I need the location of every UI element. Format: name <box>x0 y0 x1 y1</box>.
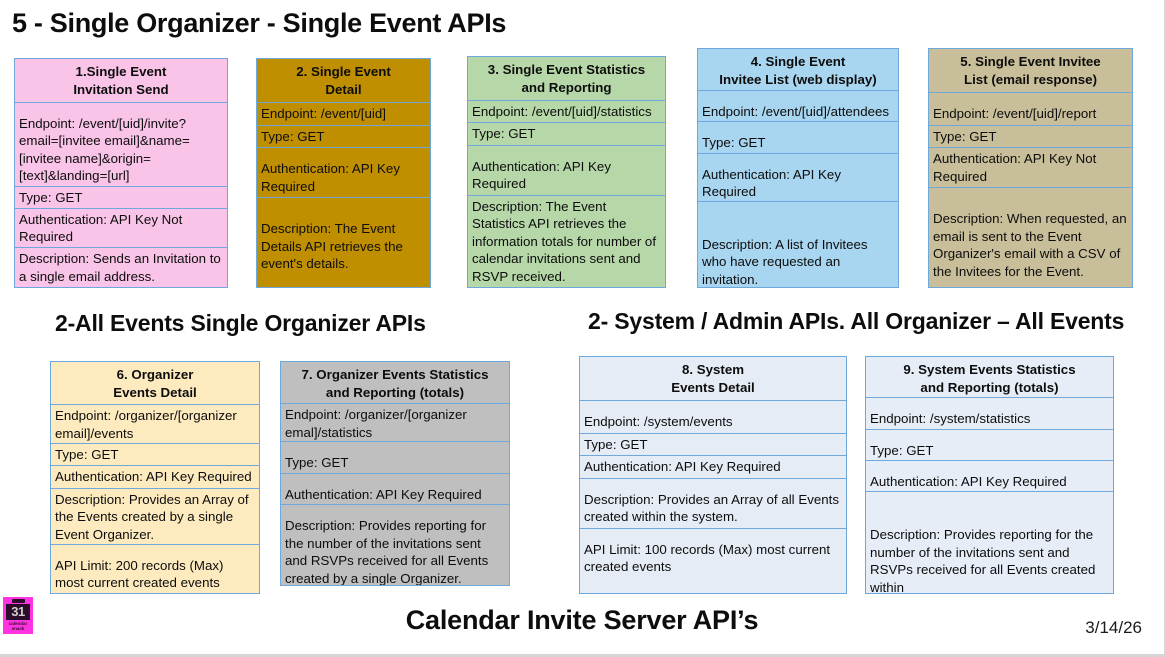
card-9-description: Description: Provides reporting for the … <box>870 527 1096 593</box>
card-6-title: 6. Organizer Events Detail <box>51 362 259 406</box>
card-4-auth: Authentication: API Key Required <box>698 154 898 202</box>
card-9-endpoint: Endpoint: /system/statistics <box>866 398 1113 430</box>
footer-title: Calendar Invite Server API’s <box>405 605 759 635</box>
calendar-tab-icon <box>11 599 25 603</box>
card-2-type: Type: GET <box>257 126 430 148</box>
card-6-endpoint: Endpoint: /organizer/[organizer email]/e… <box>51 405 259 445</box>
card-7-endpoint: Endpoint: /organizer/[organizer emal]/st… <box>281 404 509 442</box>
logo-caption: calendar snack <box>9 621 28 631</box>
card-7-type: Type: GET <box>281 442 509 474</box>
card-3-type: Type: GET <box>468 123 665 146</box>
card-6-title-line1: 6. Organizer <box>116 367 194 382</box>
card-4-description: Description: A list of Invitees who have… <box>702 236 868 287</box>
footer-date: 3/14/26 <box>1085 618 1142 637</box>
card-5-title-line2: List (email response) <box>963 71 1097 87</box>
card-3-description: Description: The Event Statistics API re… <box>472 198 657 284</box>
card-6-title-line2: Events Detail <box>113 384 197 400</box>
card-7-description: Description: Provides reporting for the … <box>285 518 489 585</box>
api-card-8[interactable]: 8. System Events Detail Endpoint: /syste… <box>579 356 847 594</box>
card-7-title-line2: and Reporting (totals) <box>325 384 465 400</box>
card-5-auth: Authentication: API Key Not Required <box>929 148 1132 188</box>
card-5-endpoint: Endpoint: /event/[uid]/report <box>929 93 1132 126</box>
card-1-type: Type: GET <box>15 187 227 209</box>
card-9-auth: Authentication: API Key Required <box>866 461 1113 493</box>
card-8-api-limit: API Limit: 100 records (Max) most curren… <box>584 541 831 575</box>
api-card-9[interactable]: 9. System Events Statistics and Reportin… <box>865 356 1114 594</box>
card-6-api-limit: API Limit: 200 records (Max) most curren… <box>55 557 224 591</box>
card-6-description: Description: Provides an Array of the Ev… <box>51 489 259 545</box>
card-8-title-line2: Events Detail <box>671 379 755 395</box>
card-8-title: 8. System Events Detail <box>580 357 846 401</box>
card-4-title-line1: 4. Single Event <box>750 54 846 69</box>
card-6-auth: Authentication: API Key Required <box>51 466 259 489</box>
section-heading-left: 2-All Events Single Organizer APIs <box>55 310 426 336</box>
card-1-title: 1.Single Event Invitation Send <box>15 59 227 103</box>
card-9-type: Type: GET <box>866 430 1113 461</box>
logo-caption-line2: snack <box>11 626 25 631</box>
card-1-endpoint: Endpoint: /event/[uid]/invite?email=[inv… <box>15 103 227 187</box>
card-2-auth: Authentication: API Key Required <box>257 148 430 198</box>
card-2-title-line2: Detail <box>325 81 362 97</box>
card-9-title: 9. System Events Statistics and Reportin… <box>866 357 1113 399</box>
card-5-title: 5. Single Event Invitee List (email resp… <box>929 49 1132 93</box>
api-card-7[interactable]: 7. Organizer Events Statistics and Repor… <box>280 361 510 586</box>
card-8-type: Type: GET <box>580 434 846 456</box>
card-3-title: 3. Single Event Statistics and Reporting <box>468 57 665 101</box>
api-card-6[interactable]: 6. Organizer Events Detail Endpoint: /or… <box>50 361 260 594</box>
card-7-title: 7. Organizer Events Statistics and Repor… <box>281 362 509 404</box>
card-8-auth: Authentication: API Key Required <box>580 456 846 479</box>
calendar-snack-logo-icon: 31 calendar snack <box>3 597 33 634</box>
api-card-4[interactable]: 4. Single Event Invitee List (web displa… <box>697 48 899 288</box>
card-1-title-line1: 1.Single Event <box>75 64 167 79</box>
card-6-type: Type: GET <box>51 444 259 467</box>
card-9-title-line2: and Reporting (totals) <box>920 379 1059 395</box>
api-card-2[interactable]: 2. Single Event Detail Endpoint: /event/… <box>256 58 431 288</box>
api-card-3[interactable]: 3. Single Event Statistics and Reporting… <box>467 56 666 288</box>
card-8-description: Description: Provides an Array of all Ev… <box>580 479 846 529</box>
card-5-title-line1: 5. Single Event Invitee <box>960 54 1101 69</box>
card-3-title-line1: 3. Single Event Statistics <box>487 62 646 77</box>
api-card-5[interactable]: 5. Single Event Invitee List (email resp… <box>928 48 1133 288</box>
section-heading-right: 2- System / Admin APIs. All Organizer – … <box>588 308 1125 334</box>
card-8-endpoint: Endpoint: /system/events <box>580 401 846 434</box>
card-2-description: Description: The Event Details API retri… <box>261 221 403 271</box>
calendar-day-number: 31 <box>6 604 30 620</box>
logo-caption-line1: calendar <box>8 621 28 626</box>
card-1-title-line2: Invitation Send <box>73 81 169 97</box>
card-3-auth: Authentication: API Key Required <box>468 146 665 196</box>
card-1-auth: Authentication: API Key Not Required <box>15 209 227 249</box>
card-4-type: Type: GET <box>698 122 898 154</box>
card-8-title-line1: 8. System <box>681 362 745 377</box>
card-2-endpoint: Endpoint: /event/[uid] <box>257 103 430 126</box>
card-5-description: Description: When requested, an email is… <box>933 211 1127 279</box>
card-5-type: Type: GET <box>929 126 1132 148</box>
api-card-1[interactable]: 1.Single Event Invitation Send Endpoint:… <box>14 58 228 288</box>
card-7-auth: Authentication: API Key Required <box>281 474 509 505</box>
card-1-description: Description: Sends an Invitation to a si… <box>19 251 221 284</box>
card-4-title-line2: Invitee List (web display) <box>719 71 877 87</box>
card-9-title-line1: 9. System Events Statistics <box>903 362 1076 377</box>
card-4-endpoint: Endpoint: /event/[uid]/attendees <box>698 91 898 123</box>
card-2-title: 2. Single Event Detail <box>257 59 430 103</box>
page-title: 5 - Single Organizer - Single Event APIs <box>12 8 507 38</box>
card-3-endpoint: Endpoint: /event/[uid]/statistics <box>468 101 665 124</box>
card-7-title-line1: 7. Organizer Events Statistics <box>301 367 489 382</box>
card-3-title-line2: and Reporting <box>521 79 612 95</box>
card-4-title: 4. Single Event Invitee List (web displa… <box>698 49 898 91</box>
card-2-title-line1: 2. Single Event <box>296 64 391 79</box>
